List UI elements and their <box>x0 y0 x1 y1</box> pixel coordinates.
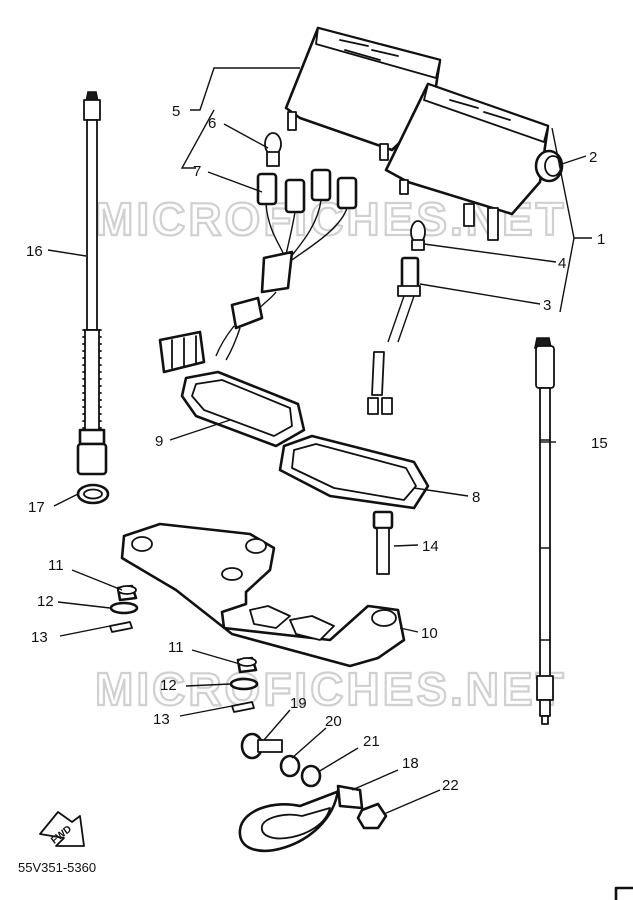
socket-cord-assembly <box>158 168 358 374</box>
callout-15: 15 <box>591 435 608 452</box>
speedometer-cable <box>76 91 108 476</box>
callout-12-upper: 12 <box>37 593 54 610</box>
callout-9: 9 <box>155 433 163 450</box>
washer-21 <box>300 764 322 788</box>
damper-9 <box>180 370 306 448</box>
callout-12-lower: 12 <box>160 677 177 694</box>
callout-5: 5 <box>172 103 180 120</box>
bolt-14 <box>372 510 394 575</box>
callout-16: 16 <box>26 243 43 260</box>
tachometer-cable <box>534 337 555 725</box>
callout-2: 2 <box>589 149 597 166</box>
callout-13-upper: 13 <box>31 629 48 646</box>
callout-20: 20 <box>325 713 342 730</box>
watermark-bottom: MICROFICHES.NET <box>95 663 567 715</box>
callout-17: 17 <box>28 499 45 516</box>
bolt-19 <box>240 732 283 760</box>
washer-12-upper <box>109 601 139 615</box>
grommet-11-upper <box>116 584 138 602</box>
washer-12-lower <box>229 677 259 691</box>
callout-18: 18 <box>402 755 419 772</box>
callout-4: 4 <box>558 255 566 272</box>
callout-3: 3 <box>543 297 551 314</box>
reset-knob <box>534 149 564 183</box>
clamp-18 <box>238 784 364 853</box>
leader-lines <box>47 67 592 815</box>
grommet-11-lower <box>236 656 258 674</box>
nut-22 <box>356 802 388 830</box>
clip-13-lower <box>231 701 255 713</box>
socket-3 <box>367 256 421 415</box>
callout-19: 19 <box>290 695 307 712</box>
meter-bracket <box>120 522 406 668</box>
washer-20 <box>279 754 301 778</box>
callout-11-upper: 11 <box>48 557 64 574</box>
callout-13-lower: 13 <box>153 711 170 728</box>
callout-10: 10 <box>421 625 438 642</box>
bulb-4 <box>410 220 426 251</box>
callout-22: 22 <box>442 777 459 794</box>
callout-11-lower: 11 <box>168 639 184 656</box>
bulb-6 <box>264 132 282 167</box>
callout-8: 8 <box>472 489 480 506</box>
speedometer-housing <box>284 26 442 161</box>
clip-13-upper <box>109 621 133 633</box>
callout-7: 7 <box>193 163 201 180</box>
damper-8 <box>278 434 430 510</box>
callout-6: 6 <box>208 115 216 132</box>
diagram-code: 55V351-5360 <box>18 860 96 875</box>
callout-14: 14 <box>422 538 439 555</box>
callout-1: 1 <box>597 231 605 248</box>
forward-arrow: FWD <box>39 811 85 847</box>
corner-mark <box>614 886 633 900</box>
callout-21: 21 <box>363 733 380 750</box>
tachometer-housing <box>384 82 550 241</box>
